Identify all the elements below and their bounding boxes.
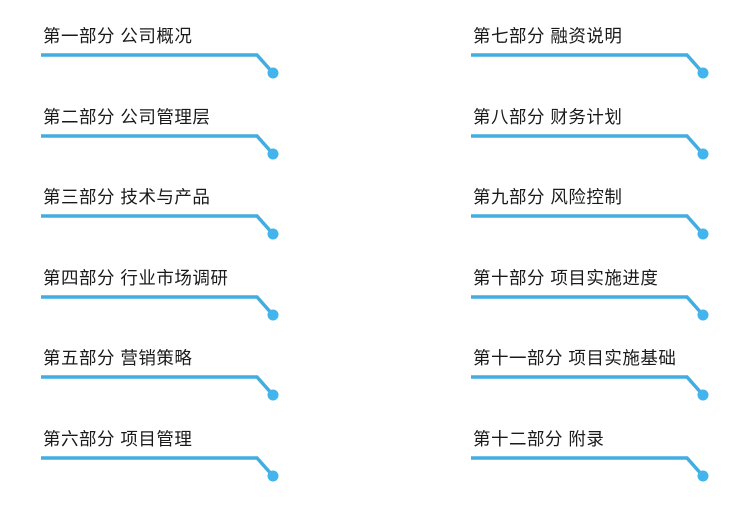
accent-line-decoration [471,295,713,322]
toc-item: 第十二部分 附录 [471,429,713,510]
accent-line-decoration [471,456,713,483]
line-end-dot [267,148,279,160]
toc-item: 第七部分 融资说明 [471,26,713,107]
accent-line-decoration [471,375,713,402]
accent-line-decoration [41,375,283,402]
accent-line-decoration [41,456,283,483]
accent-line-decoration [471,53,713,80]
accent-line-decoration [41,214,283,241]
line-end-dot [267,470,279,482]
toc-item: 第九部分 风险控制 [471,187,713,268]
toc-item-label: 第四部分 行业市场调研 [43,267,229,288]
toc-item-label: 第一部分 公司概况 [43,26,193,46]
accent-line-decoration [41,133,283,161]
toc-item: 第六部分 项目管理 [41,429,283,510]
toc-item-label: 第十二部分 附录 [473,428,605,449]
toc-item: 第五部分 营销策略 [41,348,283,429]
toc-item-label: 第七部分 融资说明 [473,26,623,46]
toc-item: 第八部分 财务计划 [471,107,713,188]
line-end-dot [697,309,709,321]
toc-item-label: 第八部分 财务计划 [473,106,623,127]
line-end-dot [697,470,709,482]
toc-item: 第一部分 公司概况 [41,26,283,107]
toc-item-label: 第三部分 技术与产品 [43,187,211,208]
toc-item: 第四部分 行业市场调研 [41,268,283,349]
accent-line-decoration [471,133,713,161]
toc-item-label: 第十一部分 项目实施基础 [473,348,677,369]
accent-line-decoration [471,214,713,241]
toc-item-label: 第二部分 公司管理层 [43,106,211,127]
toc-item: 第十一部分 项目实施基础 [471,348,713,429]
line-end-dot [267,228,279,240]
toc-item: 第十部分 项目实施进度 [471,268,713,349]
toc-item: 第三部分 技术与产品 [41,187,283,268]
toc-item-label: 第十部分 项目实施进度 [473,267,659,288]
line-end-dot [267,389,279,401]
line-end-dot [697,148,709,160]
line-end-dot [267,309,279,321]
line-end-dot [697,389,709,401]
toc-item-label: 第六部分 项目管理 [43,428,193,449]
line-end-dot [697,67,709,79]
accent-line-decoration [41,53,283,80]
line-end-dot [697,228,709,240]
line-end-dot [267,67,279,79]
toc-item-label: 第九部分 风险控制 [473,187,623,208]
accent-line-decoration [41,295,283,322]
toc-item-label: 第五部分 营销策略 [43,348,193,369]
toc-item: 第二部分 公司管理层 [41,107,283,188]
